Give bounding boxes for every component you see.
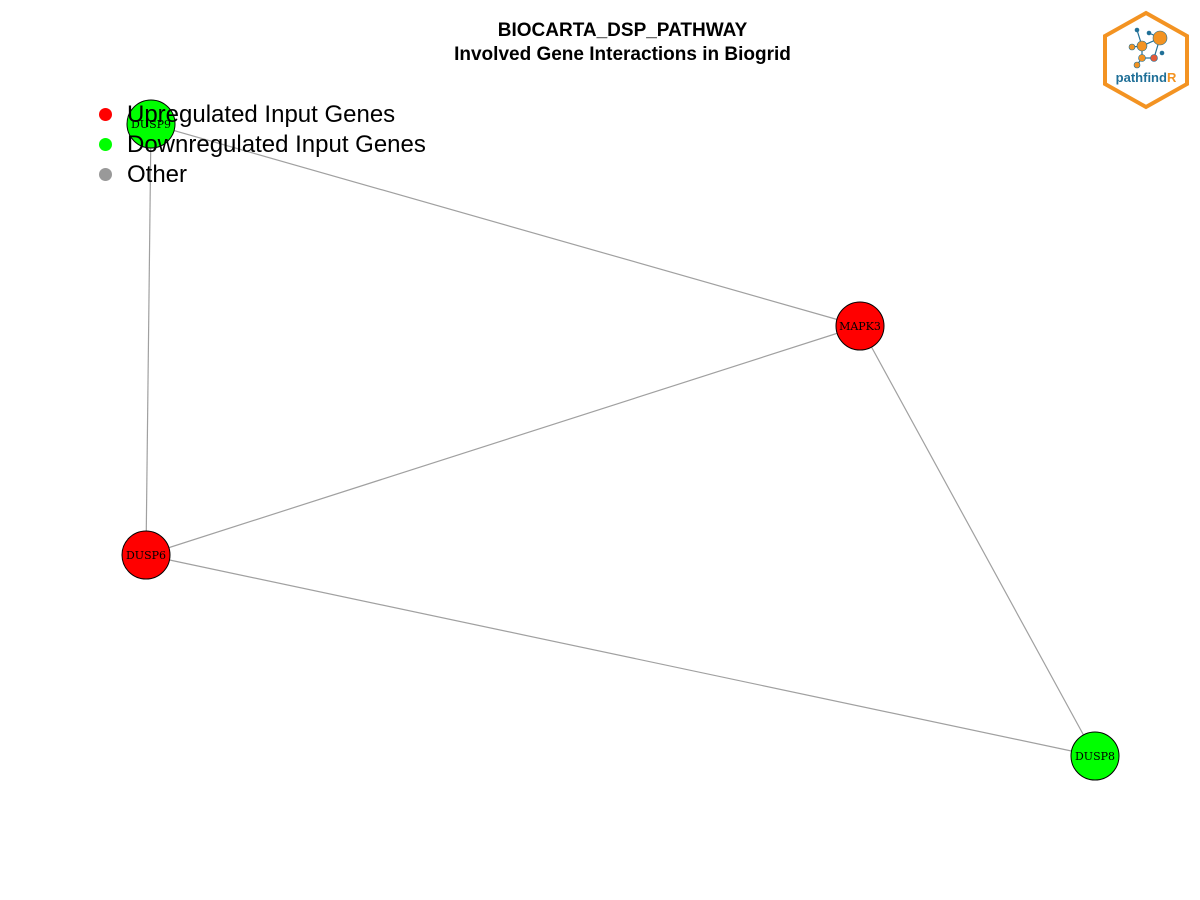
- node-dusp8: DUSP8: [1070, 731, 1120, 781]
- legend-label-other: Other: [127, 161, 188, 188]
- node-label-dusp6: DUSP6: [126, 549, 166, 562]
- page-title: BIOCARTA_DSP_PATHWAY: [497, 20, 748, 41]
- node-label-mapk3: MAPK3: [839, 320, 881, 333]
- edge-dusp6-dusp8: [145, 554, 1096, 757]
- edge-dusp9-dusp6: [145, 123, 152, 556]
- logo-hexagon-icon: [1103, 10, 1189, 110]
- logo-text-main: pathfind: [1116, 70, 1167, 85]
- node-circle-dusp8: [1070, 731, 1120, 781]
- logo-text: pathfindR: [1116, 70, 1177, 85]
- legend-dot-upregulated: [99, 108, 112, 121]
- edge-mapk3-dusp6: [145, 325, 861, 556]
- node-circle-dusp6: [121, 530, 171, 580]
- pathfindr-logo: pathfindR: [1103, 10, 1189, 110]
- node-dusp9: DUSP9: [126, 99, 176, 149]
- edge-mapk3-dusp8: [859, 325, 1096, 757]
- edges-layer: [145, 123, 1096, 757]
- legend-label-downregulated: Downregulated Input Genes: [127, 131, 426, 158]
- legend-dot-downregulated: [99, 138, 112, 151]
- node-label-dusp8: DUSP8: [1075, 750, 1115, 763]
- legend-dot-other: [99, 168, 112, 181]
- edge-dusp9-mapk3: [150, 123, 861, 327]
- node-dusp6: DUSP6: [121, 530, 171, 580]
- node-label-dusp9: DUSP9: [131, 118, 171, 131]
- logo-text-accent: R: [1167, 70, 1177, 85]
- logo-nodes-icon: [1128, 27, 1168, 69]
- node-mapk3: MAPK3: [835, 301, 885, 351]
- node-circle-dusp9: [126, 99, 176, 149]
- node-circle-mapk3: [835, 301, 885, 351]
- page-subtitle: Involved Gene Interactions in Biogrid: [454, 44, 791, 65]
- legend-label-upregulated: Upregulated Input Genes: [127, 101, 396, 128]
